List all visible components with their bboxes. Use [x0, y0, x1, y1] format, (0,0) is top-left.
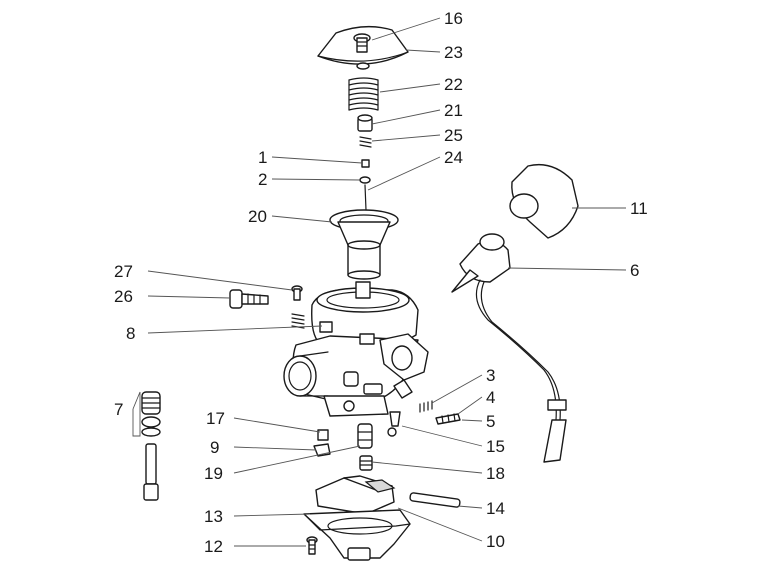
part-idle-screw: [229, 289, 269, 309]
callout-25: 25: [444, 126, 463, 145]
part-float-pin: [409, 492, 461, 508]
callout-16: 16: [444, 9, 463, 28]
callout-5: 5: [486, 412, 495, 431]
part-float-valve: [387, 411, 401, 437]
part-mixture-screw: [435, 413, 461, 425]
callout-17: 17: [206, 409, 225, 428]
callout-27: 27: [114, 262, 133, 281]
callout-14: 14: [486, 499, 505, 518]
callout-6: 6: [630, 261, 639, 280]
part-small-screw: [291, 285, 303, 301]
callout-13: 13: [204, 507, 223, 526]
callout-12: 12: [204, 537, 223, 556]
part-bowl-screw: [306, 536, 318, 555]
callout-18: 18: [486, 464, 505, 483]
part-needle-jet: [357, 423, 373, 449]
callout-8: 8: [126, 324, 135, 343]
part-float: [315, 475, 396, 515]
part-sleeve: [509, 163, 579, 239]
leader-lines: [132, 17, 627, 547]
part-idle-spring: [291, 313, 305, 329]
part-small-spring: [359, 136, 372, 148]
callout-19: 19: [204, 464, 223, 483]
part-mixture-spring: [419, 400, 433, 413]
callout-9: 9: [210, 438, 219, 457]
callout-15: 15: [486, 437, 505, 456]
callout-3: 3: [486, 366, 495, 385]
callout-20: 20: [248, 207, 267, 226]
part-throttle-spring: [348, 77, 379, 111]
callout-7: 7: [114, 400, 123, 419]
part-auto-choke: [451, 233, 567, 463]
part-jet-needle: [364, 184, 367, 211]
callout-1: 1: [258, 148, 267, 167]
callout-24: 24: [444, 148, 463, 167]
part-needle-holder: [357, 114, 373, 132]
callout-10: 10: [486, 532, 505, 551]
part-vacuum-diaphragm: [329, 209, 399, 280]
part-jet-17: [317, 429, 329, 441]
part-clip: [361, 159, 370, 168]
callout-labels: 16 23 22 21 25 24 1 2 20 11 6 27 26 8 7 …: [114, 9, 648, 556]
part-float-bowl: [303, 509, 411, 561]
callout-26: 26: [114, 287, 133, 306]
part-washer: [359, 176, 371, 184]
callout-23: 23: [444, 43, 463, 62]
callout-22: 22: [444, 75, 463, 94]
part-cover-screw: [353, 33, 371, 53]
part-carburetor-body: [283, 281, 429, 417]
callout-4: 4: [486, 388, 495, 407]
part-starter-plunger: [141, 391, 161, 501]
callout-2: 2: [258, 170, 267, 189]
part-main-jet: [359, 455, 373, 471]
callout-11: 11: [630, 199, 648, 218]
callout-21: 21: [444, 101, 463, 120]
